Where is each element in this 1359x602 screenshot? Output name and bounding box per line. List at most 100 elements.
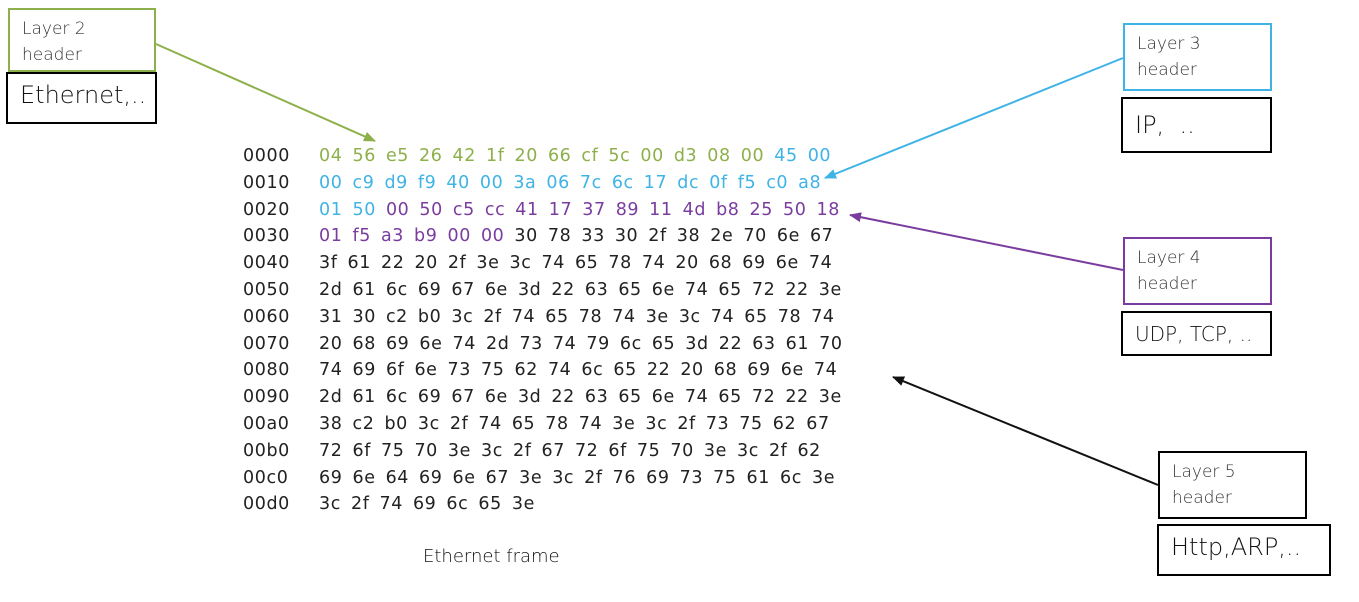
hex-byte: 3c: [417, 413, 440, 434]
hex-offset: 0060: [243, 306, 290, 327]
hex-byte: 68: [713, 360, 738, 381]
hex-byte: 64: [385, 467, 410, 488]
hex-byte: 6f: [385, 360, 405, 381]
hex-byte: 61: [347, 253, 371, 274]
hex-byte: 6c: [780, 467, 802, 488]
hex-byte: 6e: [452, 467, 476, 488]
hex-byte: 67: [451, 387, 475, 408]
layer4-header-line1: Layer 4: [1137, 248, 1201, 268]
hex-byte: 65: [618, 387, 642, 408]
hex-byte: 63: [584, 279, 609, 300]
hex-byte: 75: [380, 440, 405, 461]
hex-byte: 6e: [484, 387, 508, 408]
hex-byte: 01: [319, 199, 343, 220]
hex-byte: 67: [485, 467, 510, 488]
hex-byte: c2: [352, 413, 375, 434]
hex-byte: f9: [417, 172, 437, 193]
hex-byte: 74: [511, 306, 536, 327]
hex-byte: e5: [385, 146, 410, 166]
hex-byte: 22: [718, 333, 743, 354]
hex-byte: 1f: [485, 146, 505, 166]
hex-byte: 6e: [651, 279, 675, 300]
hex-byte: 6c: [385, 387, 408, 408]
hex-byte: 20: [680, 360, 704, 381]
hex-byte: 72: [751, 387, 776, 408]
hex-byte: 69: [742, 253, 766, 274]
hex-byte: 74: [612, 306, 636, 327]
hex-byte: 2d: [319, 279, 343, 300]
hex-byte: dc: [677, 172, 700, 193]
hex-byte: 74: [552, 333, 577, 354]
hex-byte: 62: [797, 440, 821, 461]
hex-byte: 22: [380, 253, 405, 274]
hex-byte: 69: [385, 333, 410, 354]
hex-byte: 00: [640, 146, 664, 166]
hex-byte: 17: [548, 199, 573, 220]
hex-byte: 3c: [736, 440, 759, 461]
hex-byte: 18: [816, 199, 840, 220]
hex-byte: 2f: [768, 440, 788, 461]
layer4-header-box: Layer 4 header: [1123, 237, 1272, 305]
hex-byte: 74: [710, 306, 735, 327]
hex-byte: 69: [747, 360, 771, 381]
layer2-header-box: Layer 2 header: [8, 8, 156, 72]
hex-byte: 5c: [608, 146, 631, 166]
hex-byte: 2f: [648, 226, 667, 247]
hex-byte: 74: [684, 387, 709, 408]
hex-byte: 6f: [608, 440, 627, 461]
hex-byte: 22: [646, 360, 671, 381]
hex-byte: 50: [419, 199, 443, 220]
layer2-protocols: Ethernet,..: [20, 81, 147, 109]
hex-offset: 0030: [243, 226, 290, 247]
hex-offset: 00c0: [243, 467, 289, 488]
hex-byte: 31: [319, 306, 343, 327]
layer3-header-line1: Layer 3: [1137, 34, 1201, 54]
hex-byte: 50: [352, 199, 376, 220]
hex-byte: 72: [751, 279, 776, 300]
frame-caption: Ethernet frame: [423, 546, 560, 567]
hex-byte: 78: [545, 413, 569, 434]
hex-byte: 74: [452, 333, 476, 354]
layer5-protocols-box: Http,ARP,..: [1157, 524, 1331, 576]
hex-byte: 61: [785, 333, 810, 354]
hex-byte: 68: [352, 333, 376, 354]
hex-byte: 65: [744, 306, 768, 327]
hex-byte: 74: [813, 360, 838, 381]
hex-byte: 00: [385, 199, 410, 220]
hex-byte: 78: [777, 306, 802, 327]
hex-byte: 06: [546, 172, 570, 193]
hex-byte: 00: [447, 226, 471, 247]
hex-byte: 3e: [476, 253, 500, 274]
hex-byte: 2d: [319, 387, 343, 408]
hex-byte: 6c: [619, 333, 642, 354]
hex-byte: 08: [707, 146, 731, 166]
hex-byte: 6c: [385, 279, 408, 300]
hex-byte: 75: [739, 413, 763, 434]
hex-byte: c9: [352, 172, 375, 193]
hex-byte: 65: [545, 306, 569, 327]
hex-byte: 67: [541, 440, 565, 461]
hex-byte: b9: [414, 226, 438, 247]
layer2-protocols-box: Ethernet,..: [6, 72, 157, 124]
layer5-protocols: Http,ARP,..: [1171, 533, 1302, 561]
hex-byte: 74: [379, 494, 403, 515]
hex-byte: 63: [584, 387, 609, 408]
hex-byte: 73: [705, 413, 730, 434]
hex-byte: 65: [478, 494, 502, 515]
hex-byte: 4d: [682, 199, 707, 220]
hex-byte: 20: [514, 146, 538, 166]
hex-byte: 2f: [350, 494, 370, 515]
hex-byte: 73: [679, 467, 704, 488]
hex-byte: b8: [716, 199, 740, 220]
hex-byte: 3d: [685, 333, 709, 354]
hex-byte: d3: [673, 146, 698, 166]
